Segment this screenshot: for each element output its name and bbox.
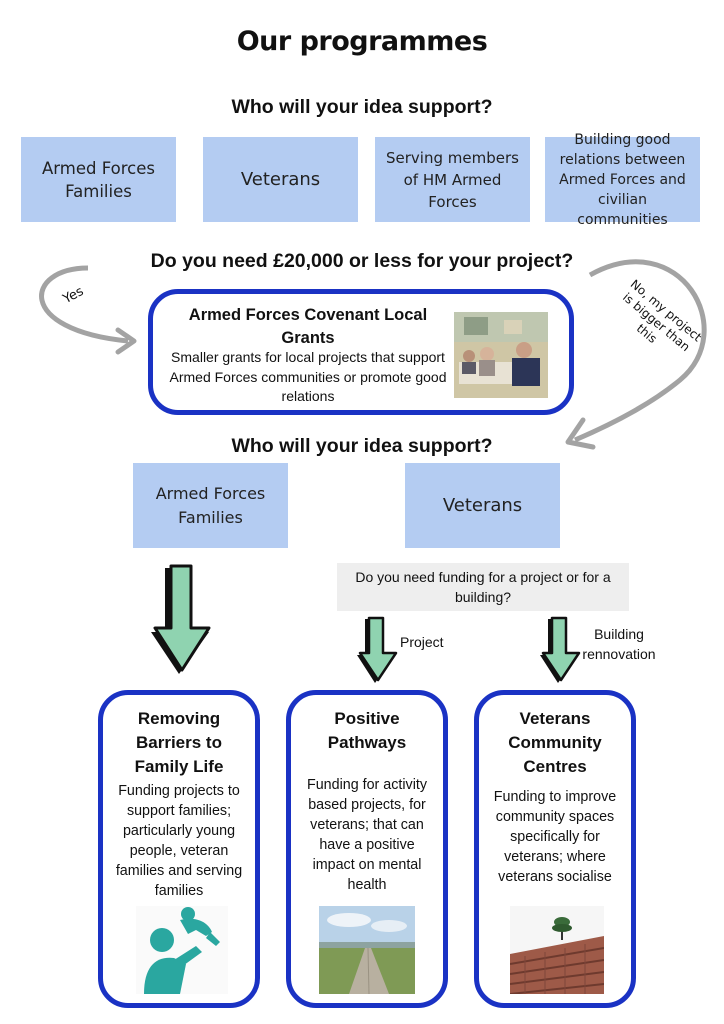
- audience-armed-forces-families: Armed Forces Families: [21, 137, 176, 222]
- programme-title: Positive Pathways: [327, 709, 407, 752]
- down-arrow-families-icon: [151, 564, 211, 674]
- audience-building-relations: Building good relations between Armed Fo…: [545, 132, 700, 228]
- boardwalk-photo: [319, 906, 415, 994]
- audience-veterans: Veterans: [203, 137, 358, 222]
- question-funding-amount: Do you need £20,000 or less for your pro…: [150, 250, 574, 272]
- programme-description: Funding for activity based projects, for…: [307, 777, 427, 893]
- audience-serving-members: Serving members of HM Armed Forces: [375, 137, 530, 222]
- programme-title: Removing Barriers to Family Life: [134, 709, 224, 776]
- down-arrow-project-icon: [357, 616, 398, 683]
- audience-veterans-2: Veterans: [405, 463, 560, 548]
- parent-child-icon: [136, 906, 228, 994]
- question-who-supports-2: Who will your idea support?: [231, 435, 493, 457]
- no-arrow-icon: [574, 259, 707, 443]
- question-project-or-building: Do you need funding for a project or for…: [337, 563, 629, 611]
- down-arrow-building-icon: [540, 616, 581, 683]
- grants-photo: [454, 312, 548, 398]
- building-label: Building rennovation: [582, 626, 656, 662]
- programme-removing-barriers: Removing Barriers to Family Life Funding…: [98, 690, 260, 1008]
- project-label: Project: [400, 634, 444, 650]
- programme-positive-pathways: Positive Pathways Funding for activity b…: [286, 690, 448, 1008]
- local-grants-title: Armed Forces Covenant Local Grants: [188, 306, 428, 347]
- question-who-supports-1: Who will your idea support?: [231, 96, 493, 118]
- local-grants-box: Armed Forces Covenant Local Grants Small…: [148, 289, 574, 415]
- programme-description: Funding to improve community spaces spec…: [493, 789, 617, 885]
- page-title: Our programmes: [236, 26, 488, 57]
- local-grants-description: Smaller grants for local projects that s…: [169, 349, 447, 404]
- yes-arrow-icon: [39, 265, 129, 344]
- programme-veterans-community-centres: Veterans Community Centres Funding to im…: [474, 690, 636, 1008]
- audience-armed-forces-families-2: Armed Forces Families: [133, 463, 288, 548]
- roof-tiles-photo: [510, 906, 604, 994]
- programme-description: Funding projects to support families; pa…: [115, 783, 243, 899]
- programme-title: Veterans Community Centres: [508, 709, 602, 776]
